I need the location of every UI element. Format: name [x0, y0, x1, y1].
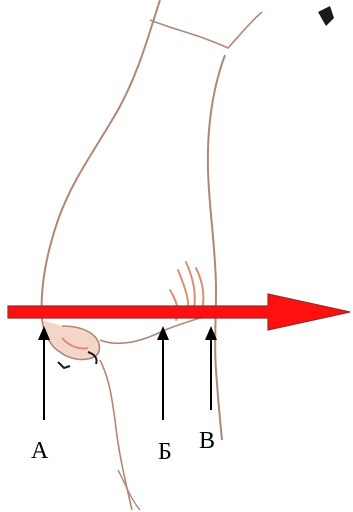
- label-c: В: [199, 429, 215, 453]
- pointer-b: [157, 326, 169, 420]
- dark-mark: [318, 6, 334, 26]
- upper-joint-curve: [150, 12, 262, 48]
- paw-pad: [42, 320, 99, 368]
- limb-outline-lower: [100, 315, 210, 343]
- label-a: А: [31, 439, 48, 463]
- label-b: Б: [158, 440, 172, 464]
- limb-outline-bottom-2: [118, 470, 140, 510]
- limb-outline-left: [42, 0, 160, 320]
